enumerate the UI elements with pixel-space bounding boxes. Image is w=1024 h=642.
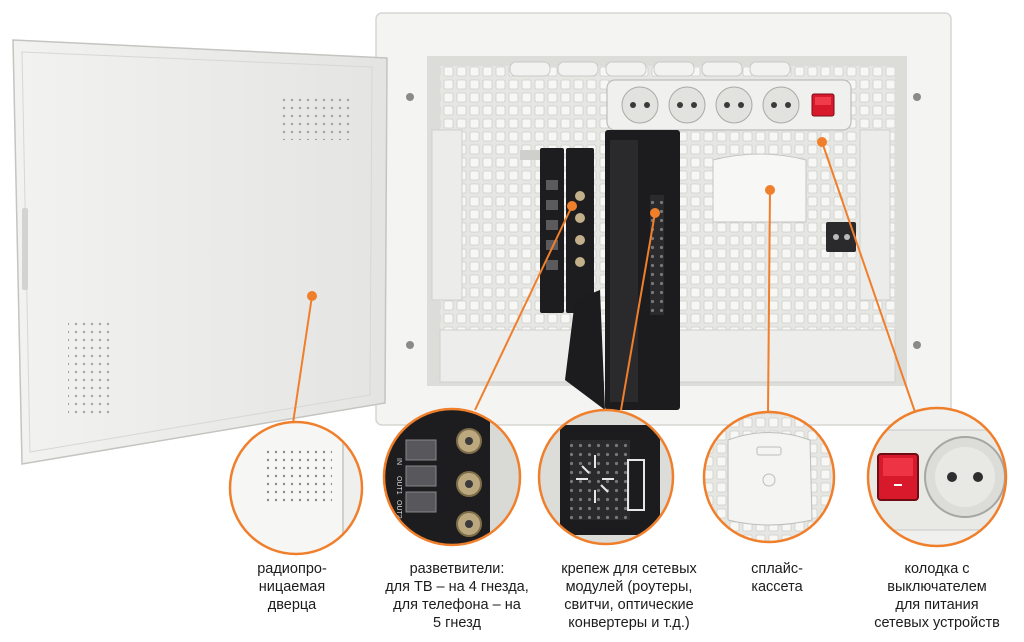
socket-icon	[762, 86, 800, 124]
coax-connector-icon	[575, 191, 585, 267]
splitter-label-out2: OUT2	[395, 500, 402, 519]
splitter-modules	[520, 148, 594, 313]
power-strip	[606, 79, 852, 131]
splice-cassette	[712, 153, 807, 223]
network-mount	[565, 130, 680, 410]
callout-power	[866, 406, 1008, 548]
rj-port-icon	[405, 439, 437, 513]
cabinet-door	[12, 39, 388, 465]
callout-door	[228, 420, 364, 556]
caption-door: радиопро- ницаемая дверца	[257, 561, 327, 613]
caption-splice: сплайс- кассета	[751, 561, 803, 595]
caption-power: колодка с выключателем для питания сетев…	[874, 561, 1000, 631]
splitter-label-in: IN	[395, 458, 402, 465]
leader-dots	[307, 137, 827, 301]
rj-port-icon	[546, 180, 558, 270]
top-knockouts	[509, 61, 791, 77]
socket-icon	[621, 86, 659, 124]
caption-mount: крепеж для сетевых модулей (роутеры, сви…	[561, 561, 697, 631]
caption-splitters: разветвители: для ТВ – на 4 гнезда, для …	[385, 561, 529, 631]
leader-lines	[292, 141, 916, 424]
socket-icon	[668, 86, 706, 124]
callout-mount	[537, 408, 675, 546]
rocker-switch-icon	[811, 93, 835, 117]
rocker-switch-icon	[877, 453, 919, 501]
splitter-label-out1: OUT1	[395, 476, 402, 495]
callout-splice	[702, 410, 836, 544]
coax-connector-icon	[456, 428, 482, 537]
callout-splitters: IN OUT1 OUT2	[382, 407, 522, 547]
socket-icon	[924, 436, 1006, 518]
terminal-block	[826, 222, 856, 252]
socket-icon	[715, 86, 753, 124]
